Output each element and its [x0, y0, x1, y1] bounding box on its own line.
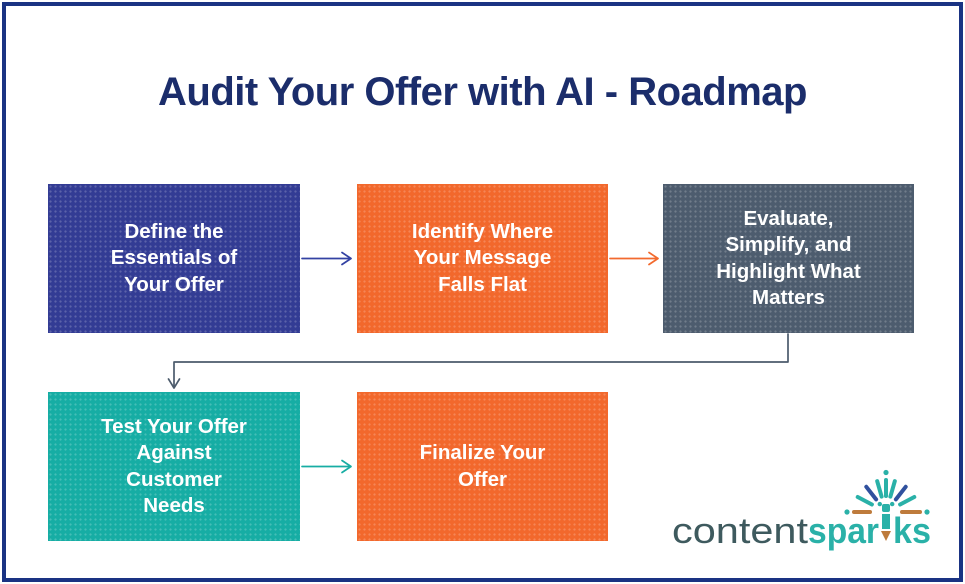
step-label: Identify Where Your Message Falls Flat [411, 219, 554, 296]
arrow-step3-to-step4 [167, 333, 789, 389]
step-box-finalize-offer: Finalize Your Offer [357, 392, 608, 541]
step-label: Evaluate, Simplify, and Highlight What M… [716, 206, 861, 310]
step-label: Define the Essentials of Your Offer [110, 219, 238, 296]
step-label: Finalize Your Offer [419, 441, 546, 491]
step-box-define-essentials: Define the Essentials of Your Offer [48, 184, 300, 333]
logo-word-ks: ks [893, 510, 931, 551]
logo-word-spar: spar [808, 510, 879, 551]
step-label: Test Your Offer Against Customer Needs [101, 414, 247, 518]
arrow-step2-to-step3 [609, 251, 659, 266]
arrow-step1-to-step2 [301, 251, 352, 266]
contentsparks-logo: content spar ks [658, 462, 958, 554]
arrow-step4-to-step5 [301, 459, 352, 474]
step-box-test-offer: Test Your Offer Against Customer Needs [48, 392, 300, 541]
step-box-identify-where-flat: Identify Where Your Message Falls Flat [357, 184, 608, 333]
spark-burst-icon [844, 469, 930, 515]
pencil-icon [881, 504, 891, 541]
logo-word-content: content [672, 510, 808, 551]
step-box-evaluate-simplify: Evaluate, Simplify, and Highlight What M… [663, 184, 914, 333]
page-title: Audit Your Offer with AI - Roadmap [158, 70, 807, 114]
